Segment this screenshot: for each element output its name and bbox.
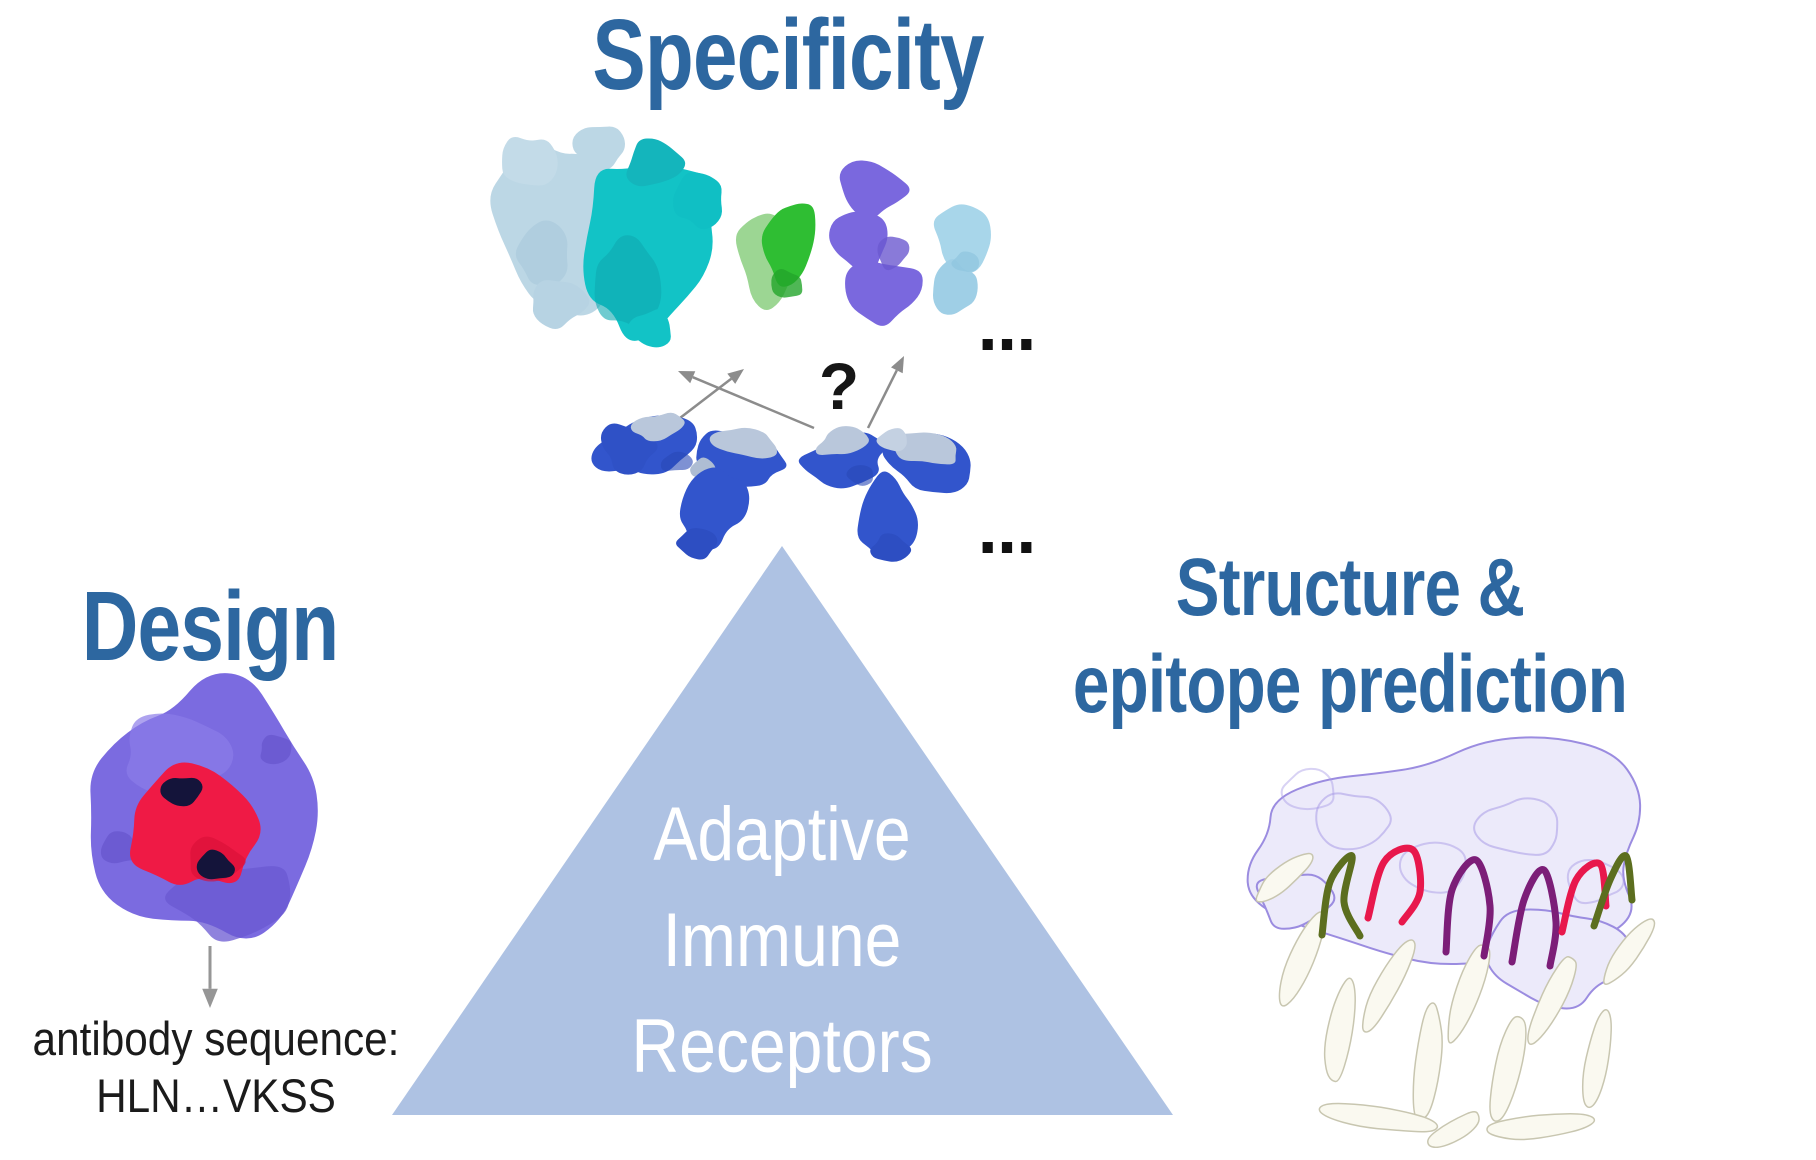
adaptive-immune-receptors-triangle: [392, 546, 1173, 1115]
antigen-spike-teal: [490, 126, 723, 348]
triangle-label-line1: Adaptive: [653, 792, 911, 877]
structure-title-line2: epitope prediction: [1072, 639, 1628, 730]
triangle-label-line2: Immune: [662, 898, 902, 983]
triangle-label-line3: Receptors: [631, 1004, 933, 1089]
question-mark: ?: [818, 349, 860, 423]
antigen-green: [735, 203, 816, 311]
design-arrow: [202, 946, 218, 1008]
antigen-purple: [829, 160, 923, 326]
antibody-sequence-caption: antibody sequence: HLN…VKSS: [0, 1010, 486, 1124]
specificity-title: Specificity: [592, 0, 984, 111]
antibody-sequence-line2: HLN…VKSS: [96, 1069, 336, 1122]
ellipsis-antigens: …: [978, 296, 1038, 364]
antibody-sequence-line1: antibody sequence:: [32, 1012, 400, 1065]
structure-title-line1: Structure &: [1175, 542, 1525, 633]
mapping-arrows: [678, 356, 904, 430]
structure-complex: [1246, 736, 1656, 1149]
designed-antibody-interface: [90, 673, 318, 942]
antigen-light-blue: [932, 204, 991, 315]
antibody-left: [591, 412, 787, 560]
triangle-label: Adaptive Immune Receptors: [521, 782, 1043, 1100]
structure-epitope-title: Structure & epitope prediction: [1030, 539, 1670, 733]
design-title: Design: [81, 571, 339, 681]
ellipsis-antibodies: …: [978, 499, 1038, 567]
antibody-right: [798, 426, 971, 562]
